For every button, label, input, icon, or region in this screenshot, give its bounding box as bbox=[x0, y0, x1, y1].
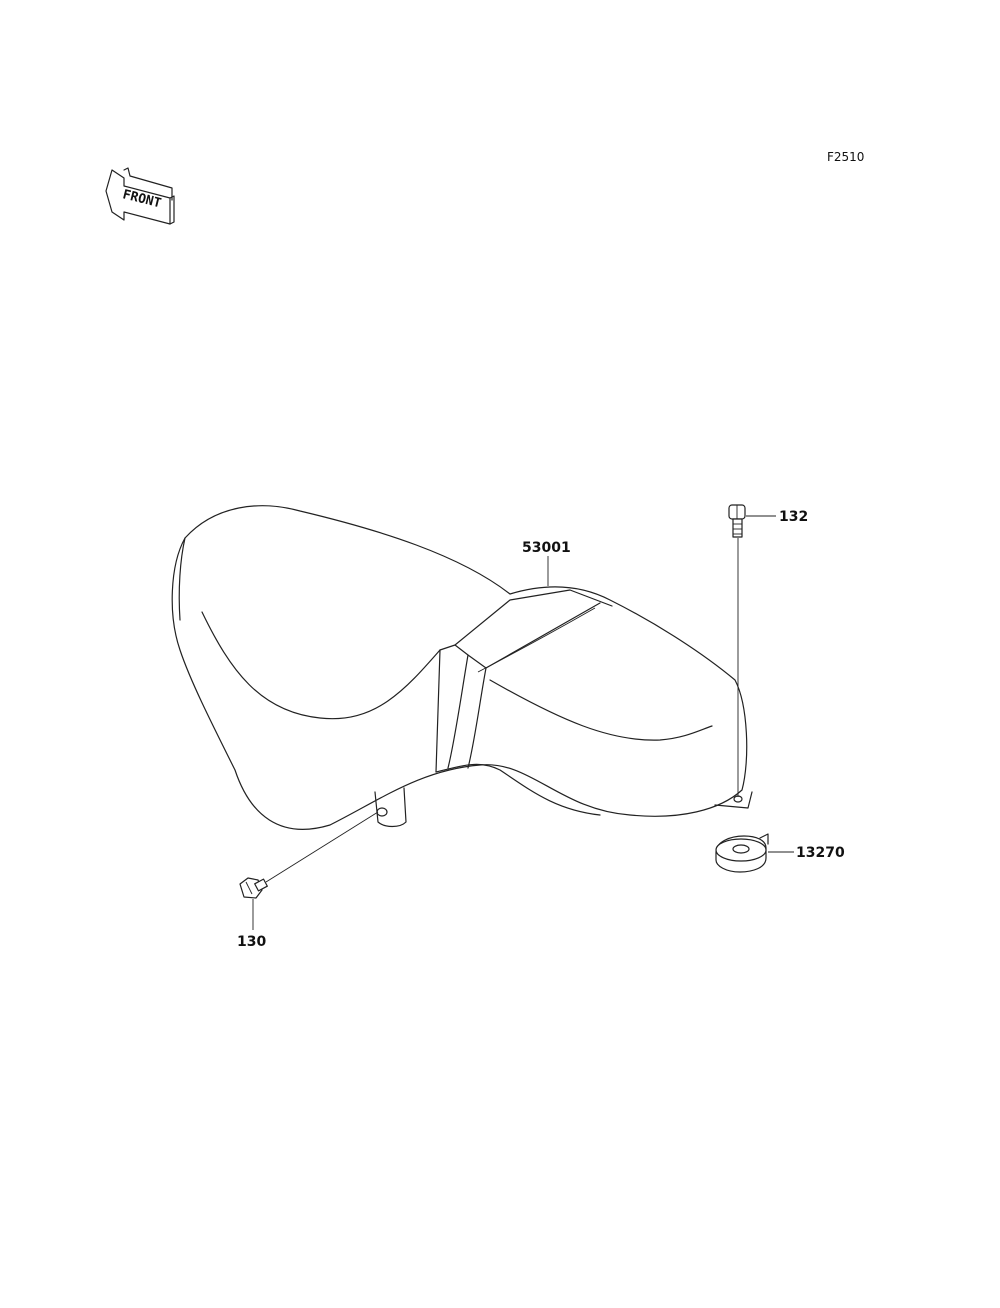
figure-code: F2510 bbox=[827, 150, 864, 164]
flange-bolt-icon bbox=[239, 877, 268, 899]
seat-drawing bbox=[171, 505, 753, 830]
part-number-13270: 13270 bbox=[796, 845, 845, 861]
part-number-53001: 53001 bbox=[522, 540, 571, 556]
damper-icon bbox=[715, 833, 769, 873]
bolt-130-path bbox=[265, 811, 379, 883]
bolt-icon bbox=[728, 504, 746, 538]
part-number-132: 132 bbox=[779, 509, 808, 525]
part-number-130: 130 bbox=[237, 934, 266, 950]
front-direction-arrow-icon: FRONT bbox=[105, 167, 175, 225]
